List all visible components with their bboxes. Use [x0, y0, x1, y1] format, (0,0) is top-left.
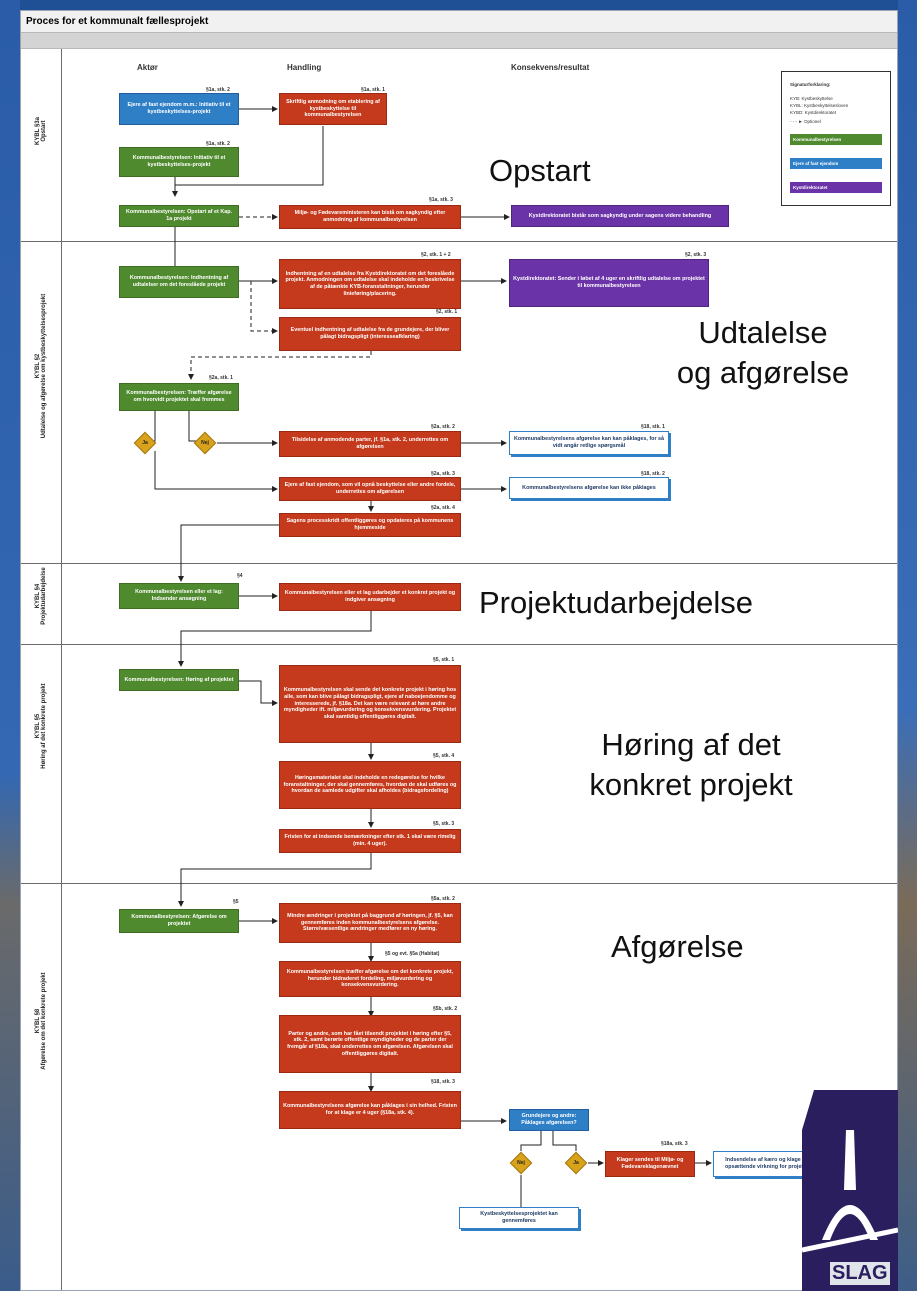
- law-reference: §1a, stk. 1: [361, 87, 385, 93]
- box-council-startup: Kommunalbestyrelsen: Opstart af et Kap. …: [119, 205, 239, 227]
- law-reference: §5b, stk. 2: [433, 1006, 458, 1012]
- column-header-action: Handling: [287, 63, 322, 72]
- law-reference: §18, stk. 3: [431, 1079, 455, 1085]
- box-no-appeal: Kommunalbestyrelsens afgørelse kan ikke …: [509, 477, 669, 499]
- legend-item-green: Kommunalbestyrelsen: [790, 134, 882, 145]
- law-reference: §2, stk. 1 + 2: [421, 252, 451, 258]
- law-reference: §5a, stk. 2: [431, 896, 455, 902]
- box-minor-changes: Mindre ændringer i projektet på baggrund…: [279, 903, 461, 943]
- law-reference: §2, stk. 3: [685, 252, 707, 258]
- box-notify-owners: Ejere af fast ejendom, som vil opnå besk…: [279, 477, 461, 501]
- law-reference: §5, stk. 1: [433, 657, 455, 663]
- box-council-final-decision: Kommunalbestyrelsen: Afgørelse om projek…: [119, 909, 239, 933]
- box-hearing-material: Høringsmaterialet skal indeholde en rede…: [279, 761, 461, 809]
- law-reference: §1a, stk. 2: [206, 141, 230, 147]
- legend-item-blue: Ejere af fast ejendom: [790, 158, 882, 169]
- law-reference: §18a, stk. 3: [661, 1141, 688, 1147]
- law-reference: §2a, stk. 3: [431, 471, 455, 477]
- box-publish-steps: Sagens processkridt offentliggøres og op…: [279, 513, 461, 537]
- law-reference: §18, stk. 2: [641, 471, 665, 477]
- header-band: [21, 33, 897, 49]
- decision-diamond-no: Nej: [509, 1151, 533, 1175]
- box-comment-deadline: Fristen for at indsende bemærkninger eft…: [279, 829, 461, 853]
- section-divider: [21, 241, 897, 242]
- overlay-title-projekt: Projektudarbejdelse: [479, 585, 754, 620]
- law-reference: §2a, stk. 4: [431, 505, 455, 511]
- box-landowner-initiative: Ejere af fast ejendom m.m.: Initiativ ti…: [119, 93, 239, 125]
- box-prepare-project: Kommunalbestyrelsen eller et lag udarbej…: [279, 583, 461, 611]
- law-reference: §5, stk. 3: [433, 821, 455, 827]
- box-notify-requesters: Tilsidelse af anmodende parter, jf. §1a,…: [279, 431, 461, 457]
- box-owners-appeal-question: Grundejere og andre: Påklages afgørelsen…: [509, 1109, 589, 1131]
- law-reference: §4: [237, 573, 243, 579]
- municipality-logo: SLAG: [802, 1090, 898, 1291]
- law-reference: §5: [233, 899, 239, 905]
- legend-title: Signaturforklaring:: [790, 82, 831, 87]
- law-reference: §2, stk. 1: [436, 309, 458, 315]
- law-reference: §2a, stk. 1: [209, 375, 233, 381]
- overlay-title-opstart: Opstart: [489, 153, 591, 188]
- box-council-hearing: Kommunalbestyrelsen: Høring af projektet: [119, 669, 239, 691]
- connector-lines: [149, 106, 712, 1214]
- column-header-actor: Aktør: [137, 63, 158, 72]
- law-reference: §18, stk. 1: [641, 424, 665, 430]
- lane-divider: [61, 49, 62, 1290]
- box-council-initiative: Kommunalbestyrelsen: Initiativ til et ky…: [119, 147, 239, 177]
- section-divider: [21, 563, 897, 564]
- law-reference: §5, stk. 4: [433, 753, 455, 759]
- legend-item-purple: Kystdirektoratet: [790, 182, 882, 193]
- box-project-can-proceed: Kystbeskyttelsesprojektet kan gennemføre…: [459, 1207, 579, 1229]
- diagram-title: Proces for et kommunalt fællesprojekt: [21, 11, 897, 33]
- box-kystdirektoratet-assist: Kystdirektoratet bistår som sagkyndig un…: [511, 205, 729, 227]
- background-photo-right: [898, 0, 917, 1291]
- overlay-title-afgorelse: Afgørelse: [611, 929, 744, 964]
- legend-abbr: KYBD: Kystdirektoratet: [790, 110, 837, 115]
- logo-text: SLAG: [830, 1262, 890, 1285]
- box-kystdirektoratet-reply: Kystdirektoratet: Sender i løbet af 4 ug…: [509, 259, 709, 307]
- law-reference: §1a, stk. 3: [429, 197, 453, 203]
- legend-abbr: KYBL: Kystbeskyttelsesloven: [790, 103, 849, 108]
- legend-abbr: KYB: Kystbeskyttelse: [790, 96, 833, 101]
- law-reference: §5 og evt. §5a (Habitat): [385, 951, 440, 957]
- box-minister-assist: Miljø- og Fødevareministeren kan bistå o…: [279, 205, 461, 229]
- section-divider: [21, 644, 897, 645]
- column-header-result: Konsekvens/resultat: [511, 63, 590, 72]
- decision-diamond-yes: Ja: [564, 1151, 588, 1175]
- background-photo-left: [0, 0, 20, 1291]
- process-diagram-sheet: Proces for et kommunalt fællesprojekt KY…: [20, 10, 898, 1291]
- decision-diamond-no: Nej: [193, 431, 217, 455]
- box-request-statement: Indhentning af en udtalelse fra Kystdire…: [279, 259, 461, 309]
- law-reference: §1a, stk. 2: [206, 87, 230, 93]
- legend-box: Signaturforklaring: KYB: Kystbeskyttelse…: [781, 71, 891, 206]
- box-hearing-process: Kommunalbestyrelsen skal sende det konkr…: [279, 665, 461, 743]
- box-decision-on-project: Kommunalbestyrelsen træffer afgørelse om…: [279, 961, 461, 997]
- box-appeal-legal: Kommunalbestyrelsens afgørelse kan kan p…: [509, 431, 669, 455]
- box-optional-owner-statement: Eventuel indhentning af udtalelse fra de…: [279, 317, 461, 351]
- box-written-request: Skriftlig anmodning om etablering af kys…: [279, 93, 387, 125]
- box-council-statements: Kommunalbestyrelsen: Indhentning af udta…: [119, 266, 239, 298]
- law-reference: §2a, stk. 2: [431, 424, 455, 430]
- box-council-decision: Kommunalbestyrelsen: Træffer afgørelse o…: [119, 383, 239, 411]
- section-divider: [21, 883, 897, 884]
- legend-optional: - - - ► Optionel: [790, 119, 821, 124]
- decision-diamond-yes: Ja: [133, 431, 157, 455]
- box-notify-parties: Parter og andre, som har fået tilsendt p…: [279, 1015, 461, 1073]
- box-appeal-sent: Klager sendes til Miljø- og Fødevareklag…: [605, 1151, 695, 1177]
- box-appeal-possible: Kommunalbestyrelsens afgørelse kan påkla…: [279, 1091, 461, 1129]
- box-submit-application: Kommunalbestyrelsen eller et lag: Indsen…: [119, 583, 239, 609]
